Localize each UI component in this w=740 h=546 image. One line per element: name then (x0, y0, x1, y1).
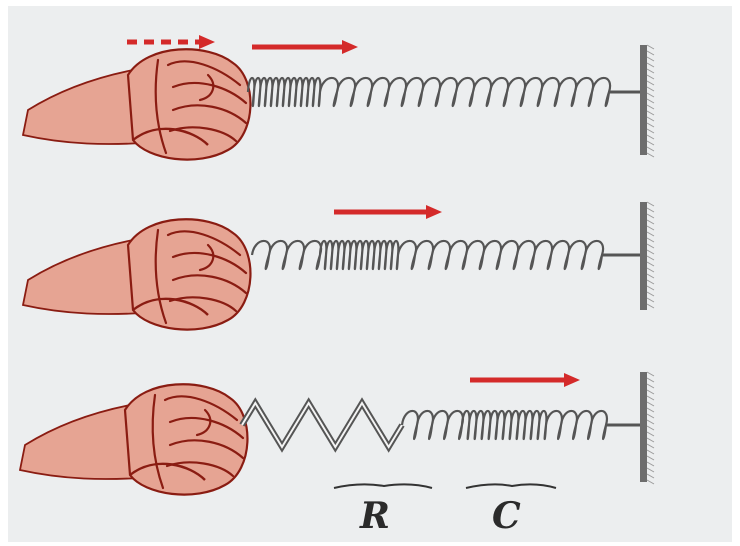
wall-hatch (647, 462, 654, 466)
wall-hatch (647, 51, 654, 55)
wall-hatch (647, 384, 654, 388)
wall-hatch (647, 93, 654, 97)
wall-hatch (647, 298, 654, 302)
wall-hatch (647, 202, 654, 206)
wall-hatch (647, 456, 654, 460)
wall-hatch (647, 57, 654, 61)
wall-hatch (647, 208, 654, 212)
wall-hatch (647, 450, 654, 454)
forearm (23, 240, 143, 314)
wall-hatch (647, 105, 654, 109)
wall-hatch (647, 147, 654, 151)
spring-coils (402, 411, 607, 439)
wall-bar (640, 202, 647, 310)
spring-coils (252, 241, 603, 269)
spring-2 (252, 241, 643, 269)
fist (125, 384, 247, 494)
wall-hatch (647, 274, 654, 278)
arrow-head (342, 40, 358, 54)
wall-hatch (647, 111, 654, 115)
spring-coils (248, 78, 610, 106)
wall-hatch (647, 45, 654, 49)
wall-hatch (647, 123, 654, 127)
spring-3 (402, 411, 643, 439)
wall-hatch (647, 81, 654, 85)
wall-hatch (647, 75, 654, 79)
fist (128, 219, 250, 329)
motion-arrow-2 (334, 205, 442, 219)
wall-hatch (647, 468, 654, 472)
wall-hatch (647, 153, 654, 157)
wall-hatch (647, 438, 654, 442)
arrow-head (564, 373, 580, 387)
forearm (20, 405, 140, 479)
wall-hatch (647, 220, 654, 224)
wall-hatch (647, 474, 654, 478)
stretched-section (242, 403, 402, 447)
wall-hatch (647, 262, 654, 266)
wall-1 (640, 45, 654, 157)
wall-hatch (647, 304, 654, 308)
hand-1 (23, 49, 250, 159)
rarefaction-label: R (360, 498, 390, 534)
wall-hatch (647, 372, 654, 376)
compression-bracket (466, 484, 556, 488)
wall-hatch (647, 286, 654, 290)
dashed-arrow (127, 35, 215, 49)
wall-hatch (647, 280, 654, 284)
wall-hatch (647, 69, 654, 73)
wall-hatch (647, 402, 654, 406)
wall-hatch (647, 244, 654, 248)
arrow-head (426, 205, 442, 219)
wall-hatch (647, 141, 654, 145)
wall-hatch (647, 390, 654, 394)
wall-hatch (647, 292, 654, 296)
wall-bar (640, 372, 647, 482)
wall-hatch (647, 226, 654, 230)
forearm (23, 70, 143, 144)
arrow-head (199, 35, 215, 49)
wall-hatch (647, 480, 654, 484)
motion-arrow-1 (252, 40, 358, 54)
fist (128, 49, 250, 159)
wall-hatch (647, 268, 654, 272)
wall-hatch (647, 99, 654, 103)
wall-3 (640, 372, 654, 484)
hand-2 (23, 219, 250, 329)
wall-hatch (647, 420, 654, 424)
wall-hatch (647, 135, 654, 139)
wall-hatch (647, 432, 654, 436)
wall-hatch (647, 238, 654, 242)
wall-hatch (647, 256, 654, 260)
wall-hatch (647, 232, 654, 236)
wall-hatch (647, 414, 654, 418)
wall-bar (640, 45, 647, 155)
wall-2 (640, 202, 654, 310)
rarefaction-bracket (334, 484, 432, 488)
wall-hatch (647, 117, 654, 121)
wall-hatch (647, 396, 654, 400)
wall-hatch (647, 87, 654, 91)
wall-hatch (647, 63, 654, 67)
compression-label: C (492, 498, 521, 534)
wall-hatch (647, 378, 654, 382)
wall-hatch (647, 129, 654, 133)
wall-hatch (647, 214, 654, 218)
wall-hatch (647, 408, 654, 412)
hand-3 (20, 384, 247, 494)
wall-hatch (647, 426, 654, 430)
spring-1 (248, 78, 643, 106)
wall-hatch (647, 250, 654, 254)
wall-hatch (647, 444, 654, 448)
motion-arrow-3 (470, 373, 580, 387)
